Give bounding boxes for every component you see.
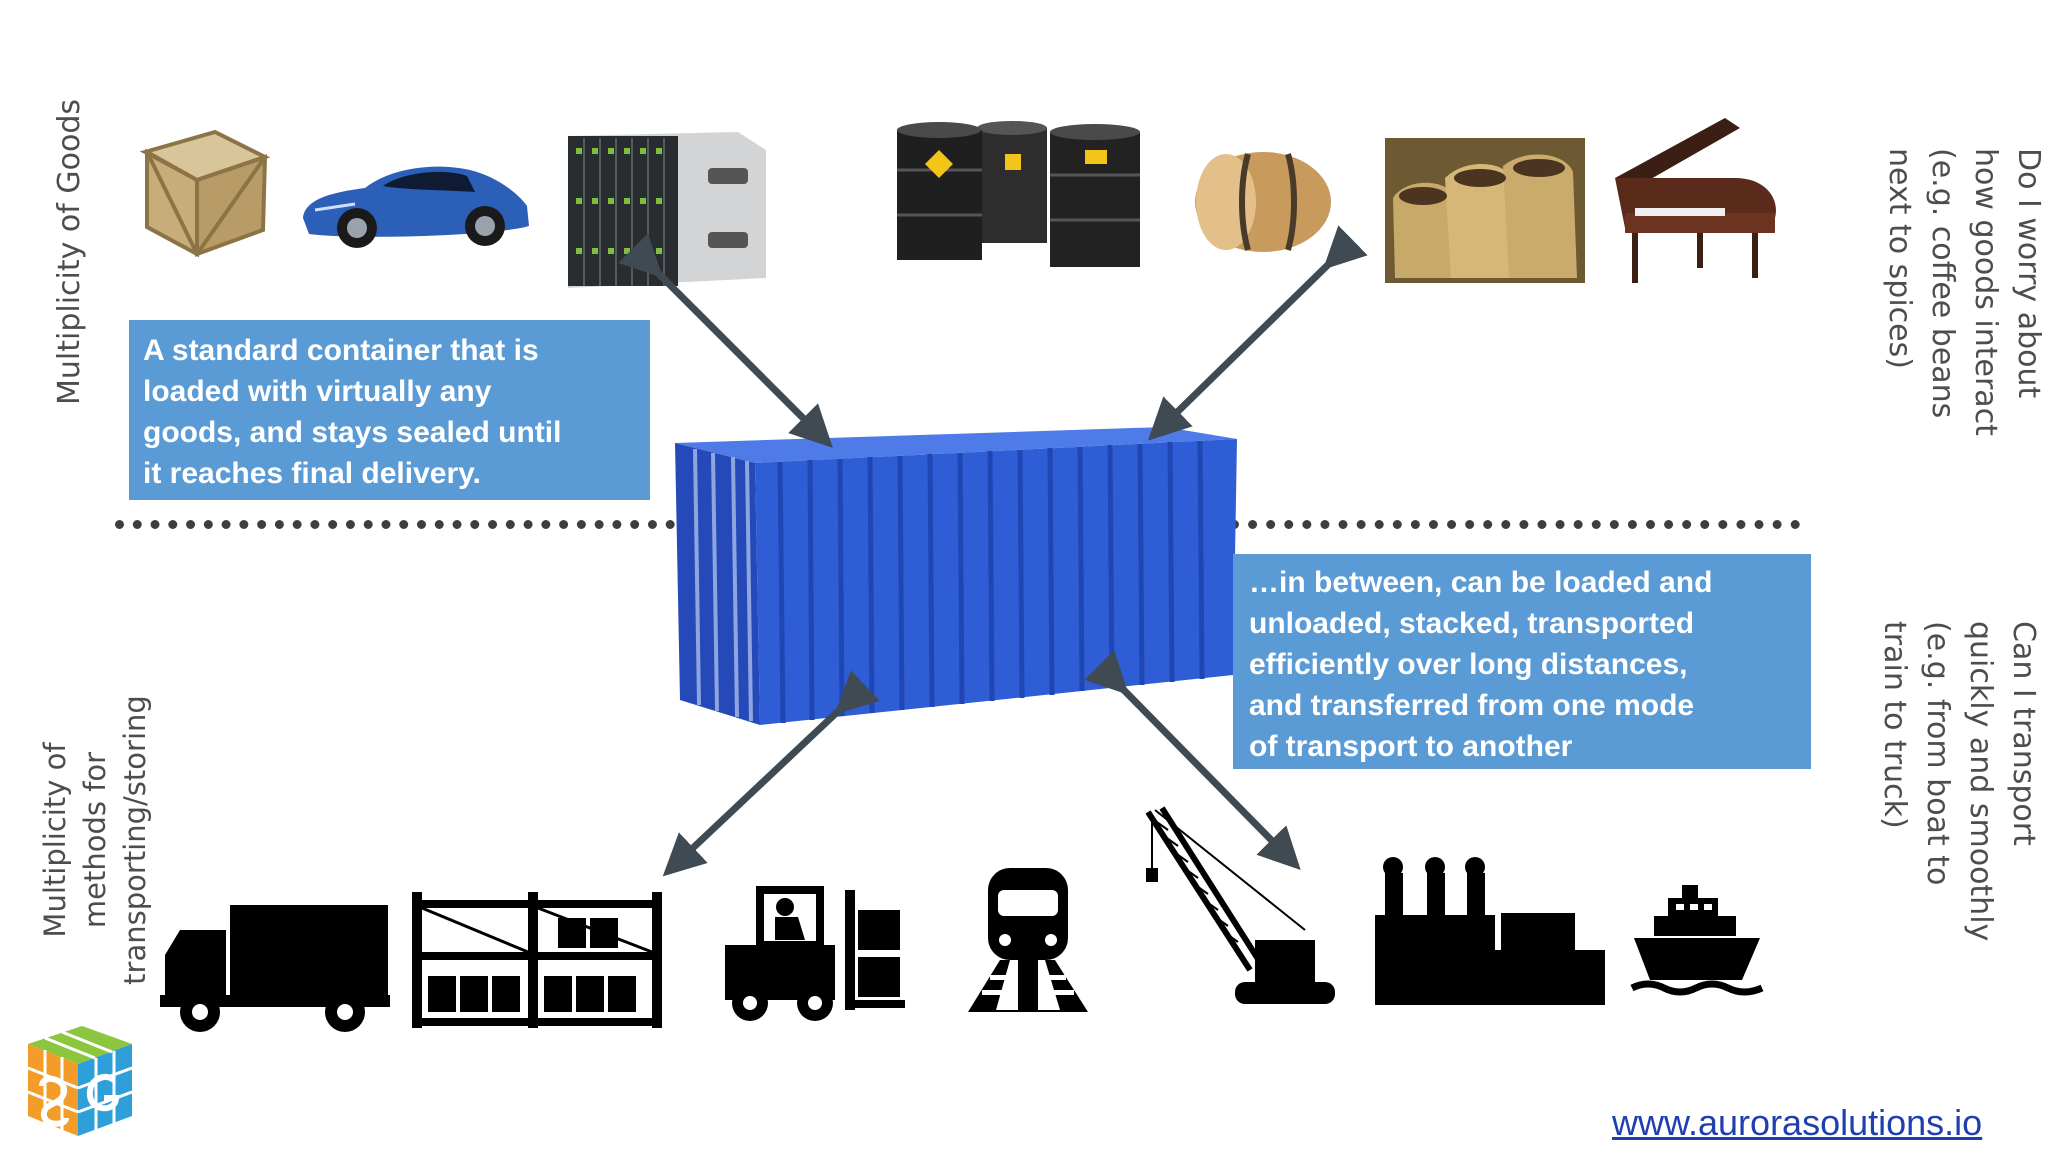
ship-icon xyxy=(1630,885,1764,996)
arrow-container-crane xyxy=(1084,650,1301,870)
sports-car-icon xyxy=(303,166,529,248)
arrow-container-truck xyxy=(662,670,880,877)
transport-description: …in between, can be loaded and unloaded,… xyxy=(1233,554,1811,769)
oil-drums-icon xyxy=(897,121,1140,267)
train-icon xyxy=(968,868,1088,1012)
sealed-container-description: A standard container that is loaded with… xyxy=(129,320,650,500)
warehouse-rack-icon xyxy=(412,892,662,1028)
sacks-icon xyxy=(1385,138,1585,283)
arrow-server-container xyxy=(618,233,833,448)
crate-icon xyxy=(139,129,271,258)
aurora-cube-logo xyxy=(27,1026,133,1136)
truck-icon xyxy=(160,905,390,1032)
divider-right xyxy=(1230,520,1800,529)
forklift-icon xyxy=(725,886,905,1021)
grand-piano-icon xyxy=(1615,118,1776,283)
arrow-barrel-container xyxy=(1147,225,1368,441)
crane-icon xyxy=(1145,806,1335,1004)
factory-icon xyxy=(1375,857,1605,1005)
website-link[interactable]: www.aurorasolutions.io xyxy=(1612,1102,1983,1143)
divider-left xyxy=(115,520,675,529)
